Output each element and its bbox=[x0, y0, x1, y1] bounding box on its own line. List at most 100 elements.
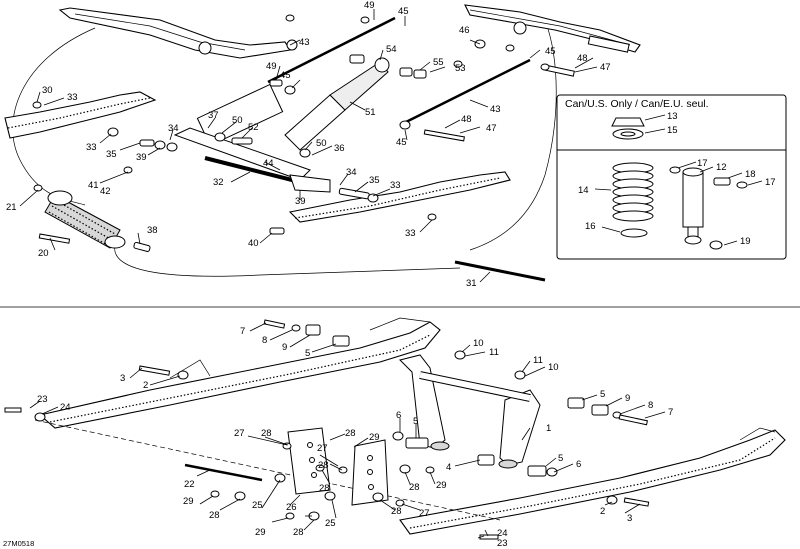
callout-label: 34 bbox=[346, 167, 357, 178]
callout-label: 54 bbox=[386, 44, 397, 55]
callout-label: 28 bbox=[293, 527, 304, 538]
callout-label: 12 bbox=[716, 162, 727, 173]
small-hardware-top bbox=[32, 14, 575, 252]
loop-line-bottom bbox=[114, 244, 461, 277]
leader-lines-top bbox=[19, 9, 598, 283]
callout-label: 2 bbox=[600, 506, 605, 517]
upper-left-frame bbox=[58, 7, 291, 59]
bottom-assembly: 7 8 9 5 10 11 11 10 3 2 5 9 23 24 8 7 6 … bbox=[3, 317, 786, 549]
callout-label: 16 bbox=[585, 221, 596, 232]
callout-label: 24 bbox=[60, 402, 71, 413]
callout-label: 33 bbox=[67, 92, 78, 103]
callout-label: 45 bbox=[396, 137, 407, 148]
callouts-bottom: 7 8 9 5 10 11 11 10 3 2 5 9 23 24 8 7 6 … bbox=[37, 326, 673, 549]
callout-label: 45 bbox=[398, 6, 409, 17]
callout-label: 28 bbox=[391, 506, 402, 517]
callout-label: 19 bbox=[740, 236, 751, 247]
callout-label: 34 bbox=[168, 123, 179, 134]
callout-label: 17 bbox=[697, 158, 708, 169]
sleeve-18 bbox=[713, 177, 731, 186]
callout-label: 55 bbox=[433, 57, 444, 68]
callout-label: 11 bbox=[533, 355, 543, 366]
callout-label: 21 bbox=[6, 202, 17, 213]
inset-can-us-only: Can/U.S. Only / Can/E.U. seul. bbox=[556, 94, 787, 260]
callout-label: 23 bbox=[37, 394, 48, 405]
callout-label: 6 bbox=[396, 410, 401, 421]
callout-label: 5 bbox=[558, 453, 563, 464]
callout-label: 48 bbox=[461, 114, 472, 125]
callout-label: 46 bbox=[459, 25, 470, 36]
callout-label: 36 bbox=[334, 143, 345, 154]
callout-label: 39 bbox=[295, 196, 306, 207]
callout-label: 51 bbox=[365, 107, 376, 118]
center-shock-51 bbox=[196, 57, 390, 151]
inset-title: Can/U.S. Only / Can/E.U. seul. bbox=[565, 98, 709, 110]
callout-label: 3 bbox=[627, 513, 632, 524]
callout-label: 5 bbox=[305, 348, 310, 359]
shock-12 bbox=[682, 167, 704, 245]
spring-cap-13 bbox=[611, 117, 645, 127]
callout-label: 41 bbox=[88, 180, 99, 191]
callout-label: 20 bbox=[38, 248, 49, 259]
callout-label: 22 bbox=[184, 479, 195, 490]
callout-label: 15 bbox=[667, 125, 678, 136]
callout-label: 39 bbox=[136, 152, 147, 163]
callout-label: 33 bbox=[390, 180, 401, 191]
callout-label: 11 bbox=[489, 347, 499, 358]
callout-label: 18 bbox=[745, 169, 756, 180]
callout-label: 13 bbox=[667, 111, 678, 122]
callout-label: 28 bbox=[209, 510, 220, 521]
washer-16 bbox=[620, 228, 648, 238]
small-hardware-bottom bbox=[4, 319, 650, 540]
rear-rail-bottom bbox=[38, 321, 441, 429]
callout-label: 50 bbox=[232, 115, 243, 126]
callout-label: 23 bbox=[497, 538, 508, 549]
callout-label: 24 bbox=[497, 528, 508, 539]
callout-label: 32 bbox=[213, 177, 224, 188]
bushing-19 bbox=[709, 240, 723, 250]
callout-label: 9 bbox=[282, 342, 287, 353]
callout-label: 29 bbox=[369, 432, 380, 443]
callout-label: 27 bbox=[419, 508, 430, 519]
callout-label: 44 bbox=[263, 158, 274, 169]
callout-label: 2 bbox=[143, 380, 148, 391]
callout-label: 33 bbox=[405, 228, 416, 239]
callout-label: 43 bbox=[490, 104, 501, 115]
callout-label: 9 bbox=[625, 393, 630, 404]
rod-43-upper bbox=[267, 16, 396, 84]
callout-label: 38 bbox=[147, 225, 158, 236]
spring-14 bbox=[612, 162, 654, 222]
callout-label: 28 bbox=[409, 482, 420, 493]
callout-label: 1 bbox=[546, 423, 551, 434]
callout-label: 35 bbox=[106, 149, 117, 160]
rod-43-lower bbox=[399, 58, 531, 127]
bushing-17a bbox=[669, 166, 681, 174]
callout-label: 29 bbox=[183, 496, 194, 507]
callout-label: 31 bbox=[466, 278, 477, 289]
axis-line bbox=[34, 419, 501, 521]
callout-label: 48 bbox=[577, 53, 588, 64]
callout-label: 47 bbox=[600, 62, 611, 73]
callout-label: 42 bbox=[100, 186, 111, 197]
callout-label: 10 bbox=[548, 362, 559, 373]
callout-label: 50 bbox=[316, 138, 327, 149]
callout-label: 28 bbox=[318, 460, 329, 471]
rod-22 bbox=[184, 463, 263, 482]
left-slide-rail bbox=[4, 91, 157, 139]
callout-label: 3 bbox=[120, 373, 125, 384]
callout-label: 47 bbox=[486, 123, 497, 134]
callout-label: 45 bbox=[280, 70, 291, 81]
callout-label: 29 bbox=[436, 480, 447, 491]
callout-label: 49 bbox=[266, 61, 277, 72]
callout-label: 37 bbox=[208, 110, 219, 121]
callout-label: 7 bbox=[668, 407, 673, 418]
link-plates-25 bbox=[287, 427, 389, 506]
callout-label: 49 bbox=[364, 0, 375, 11]
callout-label: 17 bbox=[765, 177, 776, 188]
right-slide-rail bbox=[288, 171, 511, 223]
swing-arm bbox=[173, 127, 311, 181]
callout-label: 28 bbox=[319, 483, 330, 494]
callout-label: 7 bbox=[240, 326, 245, 337]
callout-label: 8 bbox=[648, 400, 653, 411]
